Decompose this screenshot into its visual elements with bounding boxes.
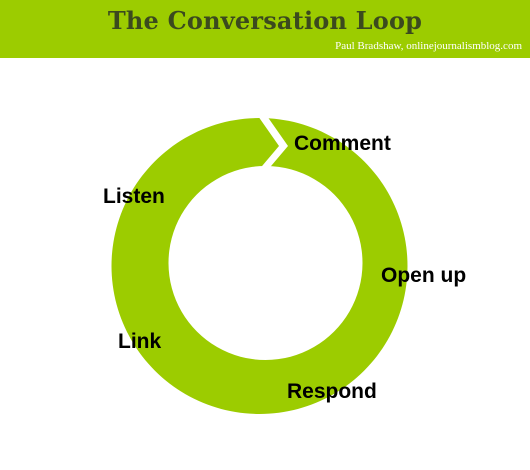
step-listen: Listen — [103, 185, 165, 208]
step-link: Link — [118, 330, 162, 353]
loop-ring — [111, 118, 408, 414]
step-comment: Comment — [294, 132, 391, 155]
author-credit: Paul Bradshaw, onlinejournalismblog.com — [335, 40, 522, 52]
page-title: The Conversation Loop — [107, 6, 423, 35]
loop-arrow-gap — [257, 116, 288, 172]
step-open-up: Open up — [381, 264, 467, 287]
step-respond: Respond — [287, 380, 377, 403]
title-banner: The Conversation Loop Paul Bradshaw, onl… — [0, 0, 530, 58]
